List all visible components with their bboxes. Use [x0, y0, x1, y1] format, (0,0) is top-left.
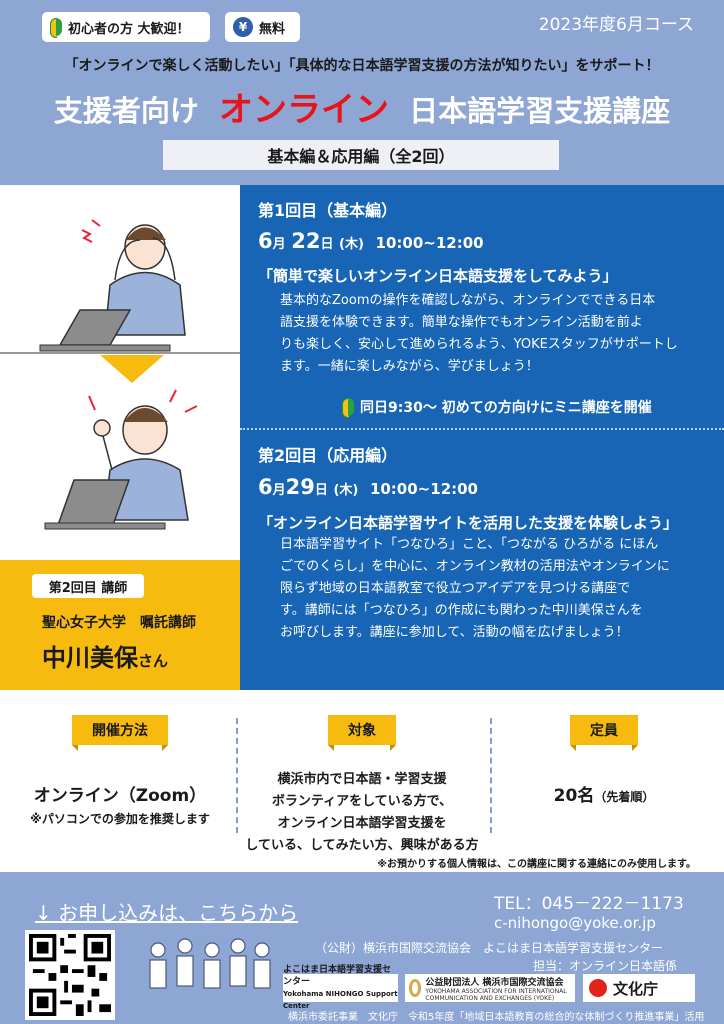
bunka-mark-icon	[589, 979, 607, 997]
beginner-mark-icon	[342, 398, 354, 418]
volunteers-illustration	[149, 938, 271, 989]
contact-phone: TEL：045－222－1173	[494, 894, 684, 914]
target-line: ボランティアをしている方で、	[271, 794, 453, 809]
session2-time: 10:00~12:00	[369, 480, 478, 498]
person-in-charge: 担当：オンライン日本語係	[533, 959, 678, 973]
association-logo-jp: 公益財団法人 横浜市国際交流協会	[425, 977, 564, 988]
beginner-badge-label: 初心者の方 大歓迎！	[68, 21, 190, 37]
lecturer-name: 中川美保さん	[42, 638, 168, 673]
agency-for-cultural-affairs-logo: 文化庁	[583, 974, 695, 1002]
session1-day-unit: 日	[320, 237, 334, 252]
session1-time: 10:00~12:00	[375, 234, 484, 252]
lecturer-honorific: さん	[138, 652, 169, 670]
yokohama-association-logo: 公益財団法人 横浜市国際交流協会 YOKOHAMA ASSOCIATION FO…	[405, 974, 575, 1002]
session2-line: お呼びします。講座に参加して、活動の幅を広げましょう！	[280, 625, 629, 640]
session2-line: 日本語学習サイト「つなひろ」こと、「つながる ひろがる にほん	[280, 537, 659, 552]
target-line: 横浜市内で日本語・学習支援	[277, 772, 447, 787]
bunka-logo-text: 文化庁	[613, 979, 659, 998]
sessions-panel: 第1回目（基本編） 6月 22日 (木) 10:00~12:00 「簡単で楽しい…	[240, 185, 724, 690]
method-column: 開催方法 オンライン（Zoom） ※パソコンでの参加を推奨します	[0, 715, 240, 827]
happy-person-illustration	[44, 389, 198, 530]
beginner-welcome-badge: 初心者の方 大歓迎！	[42, 12, 210, 42]
lecturer-badge: 第2回目 講師	[32, 574, 144, 598]
beginner-mark-icon	[50, 18, 62, 38]
info-divider	[490, 718, 492, 833]
page-title: 支援者向け オンライン 日本語学習支援講座	[0, 82, 724, 131]
session2-month: 6	[258, 475, 273, 499]
free-badge-label: 無料	[259, 21, 286, 37]
session1-date: 6月 22日 (木) 10:00~12:00	[258, 229, 484, 253]
yoke-logo-en: Yokohama NIHONGO Support Center	[283, 990, 398, 1010]
mini-course-note: 同日9:30～ 初めての方向けにミニ講座を開催	[342, 397, 652, 418]
free-badge: ¥ 無料	[225, 12, 300, 42]
lecturer-name-text: 中川美保	[42, 644, 138, 672]
method-value: オンライン（Zoom）	[33, 786, 207, 806]
person-illustration	[0, 219, 240, 530]
subtitle-box: 基本編＆応用編（全2回）	[163, 140, 559, 170]
mini-course-label: 同日9:30～ 初めての方向けにミニ講座を開催	[360, 400, 652, 416]
session2-title: 「オンライン日本語学習サイトを活用した支援を体験しよう」	[258, 514, 679, 532]
lecturer-panel: 第2回目 講師 聖心女子大学 嘱託講師 中川美保さん	[0, 560, 240, 690]
session2-line: ごでのくらし」を中心に、オンライン教材の活用法やオンラインに	[280, 559, 670, 574]
session1-line: ます。一緒に楽しみながら、学びましょう！	[280, 359, 539, 374]
method-label: 開催方法	[72, 715, 168, 751]
session2-line: 限らず地域の日本語教室で役立つアイデアを見つける講座で	[280, 581, 631, 596]
organizer-line: （公財）横浜市国際交流協会 よこはま日本語学習支援センター	[315, 941, 664, 955]
session2-description: 日本語学習サイト「つなひろ」こと、「つながる ひろがる にほん ごでのくらし」を…	[280, 534, 710, 644]
method-note: ※パソコンでの参加を推奨します	[30, 812, 210, 826]
session1-line: 基本的なZoomの操作を確認しながら、オンラインでできる日本	[280, 293, 656, 308]
session1-title: 「簡単で楽しいオンライン日本語支援をしてみよう」	[258, 267, 618, 285]
title-prefix: 支援者向け	[53, 94, 199, 128]
capacity-value: 20名（先着順）	[484, 781, 724, 806]
session1-weekday: (木)	[339, 237, 364, 252]
yoke-support-center-logo: よこはま日本語学習支援センター Yokohama NIHONGO Support…	[283, 965, 398, 1010]
transition-arrow-icon	[100, 355, 164, 383]
info-divider	[236, 718, 238, 833]
target-label: 対象	[328, 715, 396, 751]
association-mark-icon	[409, 979, 422, 997]
funding-note: 横浜市委託事業 文化庁 令和5年度「地域日本語教育の総合的な体制づくり推進事業」…	[288, 1012, 705, 1023]
qr-code-icon[interactable]	[25, 930, 115, 1020]
header-banner: 初心者の方 大歓迎！ ¥ 無料 2023年度6月コース 「オンラインで楽しく活動…	[0, 0, 724, 185]
illustration-panel	[0, 185, 240, 560]
capacity-note: （先着順）	[594, 790, 655, 804]
session2-heading: 第2回目（応用編）	[258, 446, 398, 465]
session2-day-unit: 日	[314, 483, 328, 498]
session1-line: りも楽しく、安心して進められるよう、YOKEスタッフがサポートし	[280, 337, 678, 352]
yoke-logo-jp: よこはま日本語学習支援センター	[283, 965, 392, 987]
contact-email[interactable]: c-nihongo@yoke.or.jp	[494, 914, 656, 932]
session1-month: 6	[258, 229, 273, 253]
session2-date: 6月29日 (木) 10:00~12:00	[258, 475, 478, 499]
yen-icon: ¥	[233, 17, 253, 37]
session1-heading: 第1回目（基本編）	[258, 201, 398, 220]
capacity-number: 20名	[553, 786, 595, 806]
troubled-person-illustration	[0, 219, 240, 354]
session2-weekday: (木)	[333, 483, 359, 498]
session2-month-unit: 月	[272, 483, 286, 498]
lecturer-org: 聖心女子大学 嘱託講師	[42, 615, 196, 631]
session2-day: 29	[285, 475, 315, 499]
target-column: 対象 横浜市内で日本語・学習支援 ボランティアをしている方で、 オンライン日本語…	[242, 715, 482, 857]
title-highlight: オンライン	[219, 90, 389, 130]
association-logo-en: YOKOHAMA ASSOCIATION FOR INTERNATIONAL C…	[425, 987, 567, 1002]
session1-description: 基本的なZoomの操作を確認しながら、オンラインでできる日本 語支援を体験できま…	[280, 290, 710, 378]
capacity-label: 定員	[570, 715, 638, 751]
support-tagline: 「オンラインで楽しく活動したい」「具体的な日本語学習支援の方法が知りたい」をサポ…	[64, 58, 660, 74]
target-description: 横浜市内で日本語・学習支援 ボランティアをしている方で、 オンライン日本語学習支…	[242, 769, 482, 857]
session1-day: 22	[291, 229, 321, 253]
title-suffix: 日本語学習支援講座	[409, 94, 671, 128]
session1-month-unit: 月	[272, 237, 286, 252]
course-label: 2023年度6月コース	[538, 15, 694, 35]
footer: ↓ お申し込みは、こちらから TEL：045－222－1173 c-nihong…	[0, 872, 724, 1024]
session2-line: す。講師には「つなひろ」の作成にも関わった中川美保さんを	[280, 603, 643, 618]
target-line: オンライン日本語学習支援を	[277, 816, 447, 831]
privacy-note: ※お預かりする個人情報は、この講座に関する連絡にのみ使用します。	[377, 859, 696, 870]
target-line: している、してみたい方、興味がある方	[245, 838, 479, 853]
session-divider	[240, 428, 724, 430]
apply-link[interactable]: ↓ お申し込みは、こちらから	[35, 901, 299, 925]
capacity-column: 定員 20名（先着順）	[484, 715, 724, 806]
session1-line: 語支援を体験できます。簡単な操作でもオンライン活動を前よ	[280, 315, 643, 330]
